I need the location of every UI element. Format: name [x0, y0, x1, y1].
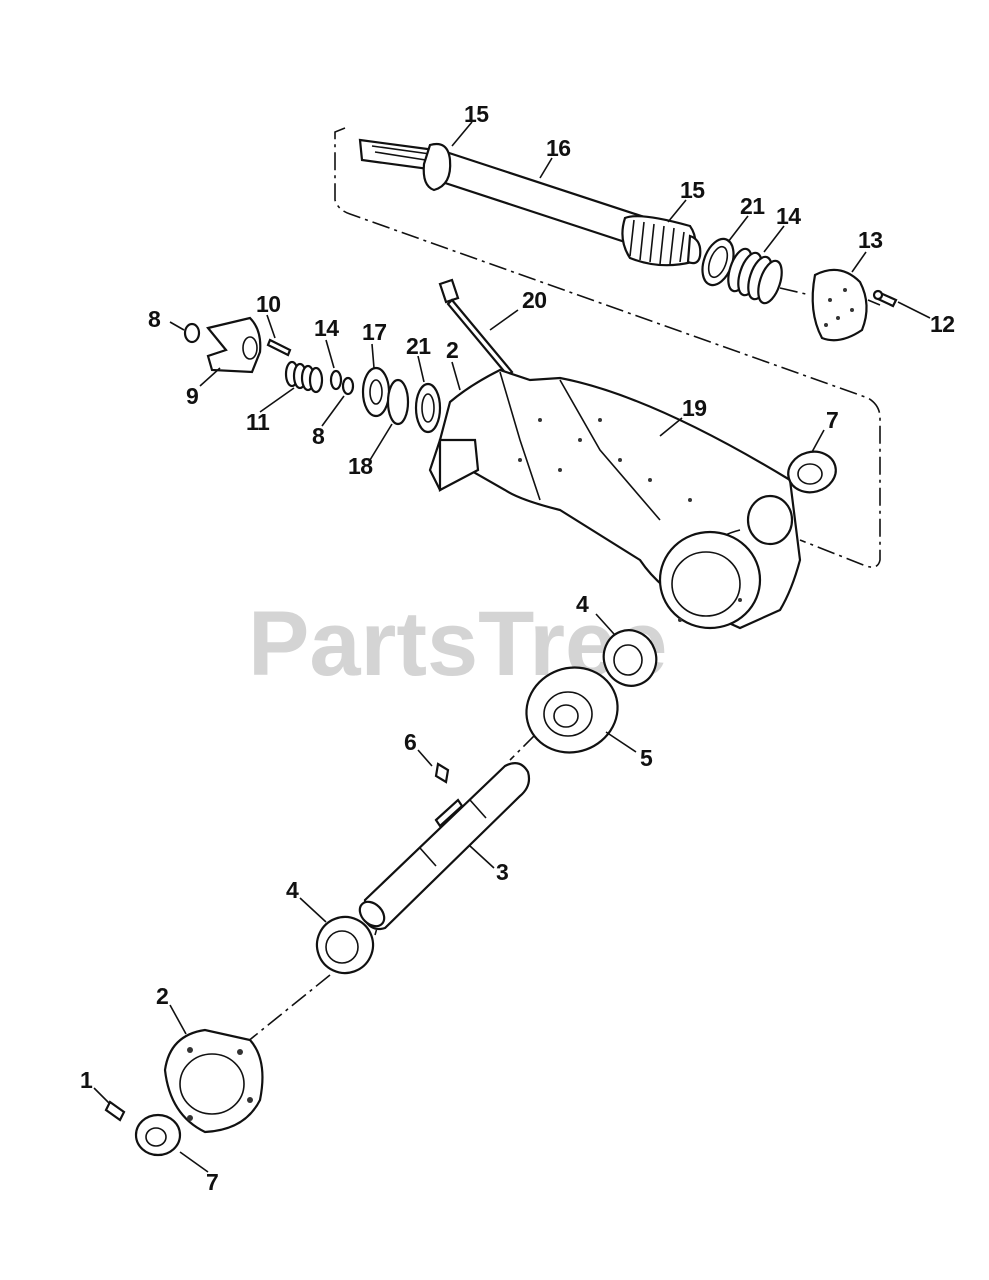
callout-21-lower: 21 — [406, 333, 431, 359]
callout-20: 20 — [522, 287, 547, 313]
callout-7-lower: 7 — [206, 1169, 218, 1195]
callout-11: 11 — [246, 409, 270, 435]
axle-shaft-3 — [358, 761, 531, 931]
callout-14-upper: 14 — [776, 203, 801, 229]
centerline-worm — [779, 287, 881, 306]
housing-19 — [428, 368, 802, 630]
end-cover-13 — [811, 268, 868, 342]
callout-16: 16 — [546, 135, 571, 161]
screw-1 — [104, 1100, 126, 1122]
seal-7-upper — [787, 450, 837, 494]
worm-shaft-assembly — [358, 138, 702, 267]
callout-10: 10 — [256, 291, 281, 317]
seal-7-lower — [134, 1113, 182, 1157]
callout-8-lower: 8 — [312, 423, 325, 449]
callout-15-top: 15 — [464, 101, 489, 127]
leader-lines — [93, 121, 931, 1173]
callout-2-lower: 2 — [156, 983, 168, 1009]
flange-housing-2-lower — [163, 1028, 264, 1134]
pin-10 — [266, 338, 292, 357]
screw-12 — [872, 289, 898, 308]
callout-5: 5 — [640, 745, 653, 771]
o-ring-8-upper — [183, 322, 201, 344]
key-6 — [434, 762, 450, 784]
housing-flange — [438, 438, 480, 492]
callout-13: 13 — [858, 227, 883, 253]
spring-14-upper — [727, 247, 783, 305]
callout-17: 17 — [362, 319, 387, 345]
callout-2-upper: 2 — [446, 337, 458, 363]
gear-5 — [525, 666, 619, 754]
callout-6: 6 — [404, 729, 416, 755]
callout-19: 19 — [682, 395, 707, 421]
gear-17 — [361, 366, 391, 418]
callout-4-upper: 4 — [576, 591, 589, 617]
callout-8-upper: 8 — [148, 306, 161, 332]
o-ring-8-lower — [341, 376, 355, 396]
callout-4-lower: 4 — [286, 877, 299, 903]
ring-21-lower — [414, 382, 442, 434]
callout-9: 9 — [186, 383, 198, 409]
callout-3: 3 — [496, 859, 508, 885]
callout-12: 12 — [930, 311, 955, 337]
callout-14-lower: 14 — [314, 315, 339, 341]
callout-15-worm: 15 — [680, 177, 705, 203]
callout-7-upper: 7 — [826, 407, 838, 433]
snap-ring-18 — [386, 378, 410, 426]
bearing-4-upper — [602, 629, 658, 687]
spring-11 — [284, 360, 324, 394]
housing-bore — [658, 530, 762, 630]
callout-21-upper: 21 — [740, 193, 765, 219]
callout-1: 1 — [80, 1067, 93, 1093]
callout-18: 18 — [348, 453, 373, 479]
keyway — [434, 798, 464, 828]
assembly-boundary — [334, 127, 881, 568]
gear-15-left — [422, 142, 452, 192]
fork-9 — [206, 316, 262, 374]
bearing-4-lower — [315, 915, 375, 975]
washer-14-lower — [329, 369, 343, 391]
